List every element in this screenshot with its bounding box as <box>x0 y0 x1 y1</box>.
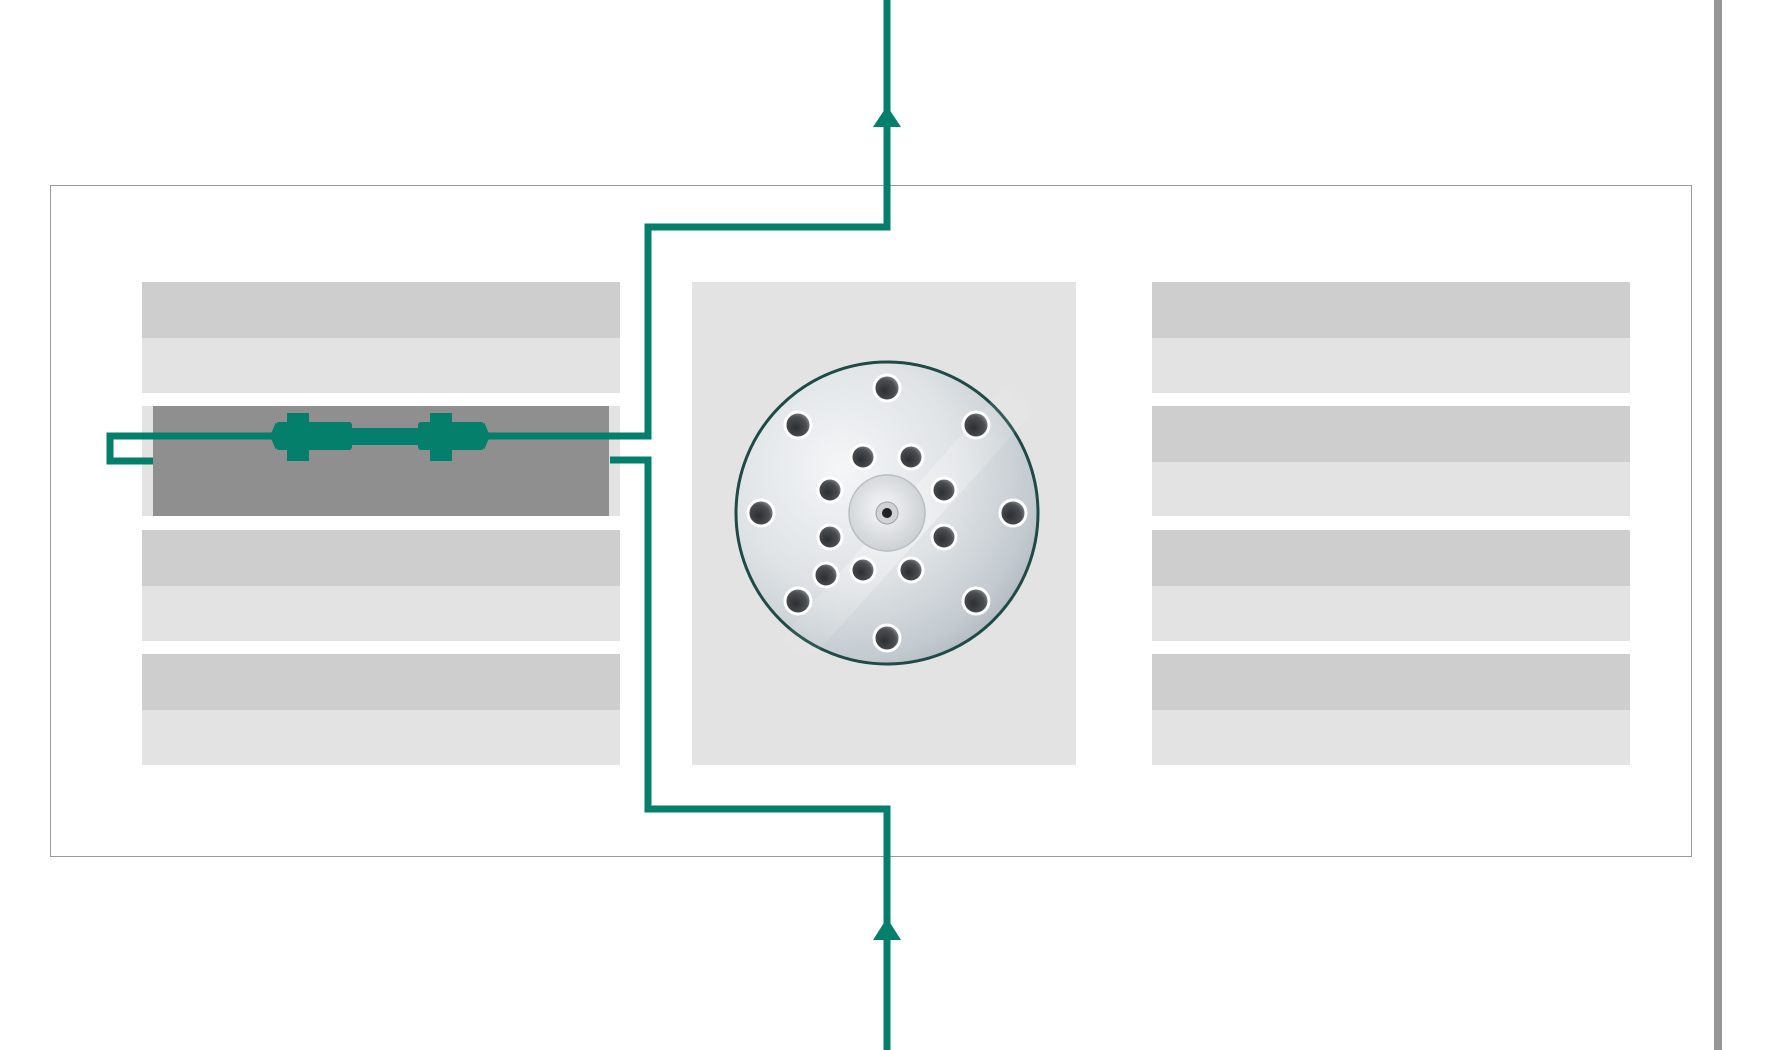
left-slot-3[interactable] <box>142 530 620 641</box>
arrow-up-icon-inlet <box>873 918 901 940</box>
column-loop-line <box>106 432 153 465</box>
right-slot-2[interactable] <box>1152 406 1630 516</box>
right-edge-bar <box>1714 0 1722 1050</box>
right-slot-1[interactable] <box>1152 282 1630 393</box>
left-slot-1[interactable] <box>142 282 620 393</box>
inlet-line <box>610 456 891 1050</box>
left-slot-2-active[interactable] <box>142 406 620 516</box>
column-connector-icon <box>270 413 490 461</box>
right-slot-4[interactable] <box>1152 654 1630 765</box>
left-slot-4[interactable] <box>142 654 620 765</box>
right-slot-3[interactable] <box>1152 530 1630 641</box>
right-column-rack <box>1152 282 1630 765</box>
arrow-up-icon-outlet <box>873 106 901 127</box>
outlet-line <box>477 0 891 440</box>
valve-ports <box>746 373 1028 653</box>
rotary-valve-icon[interactable] <box>734 360 1040 666</box>
left-column-rack <box>142 282 620 765</box>
